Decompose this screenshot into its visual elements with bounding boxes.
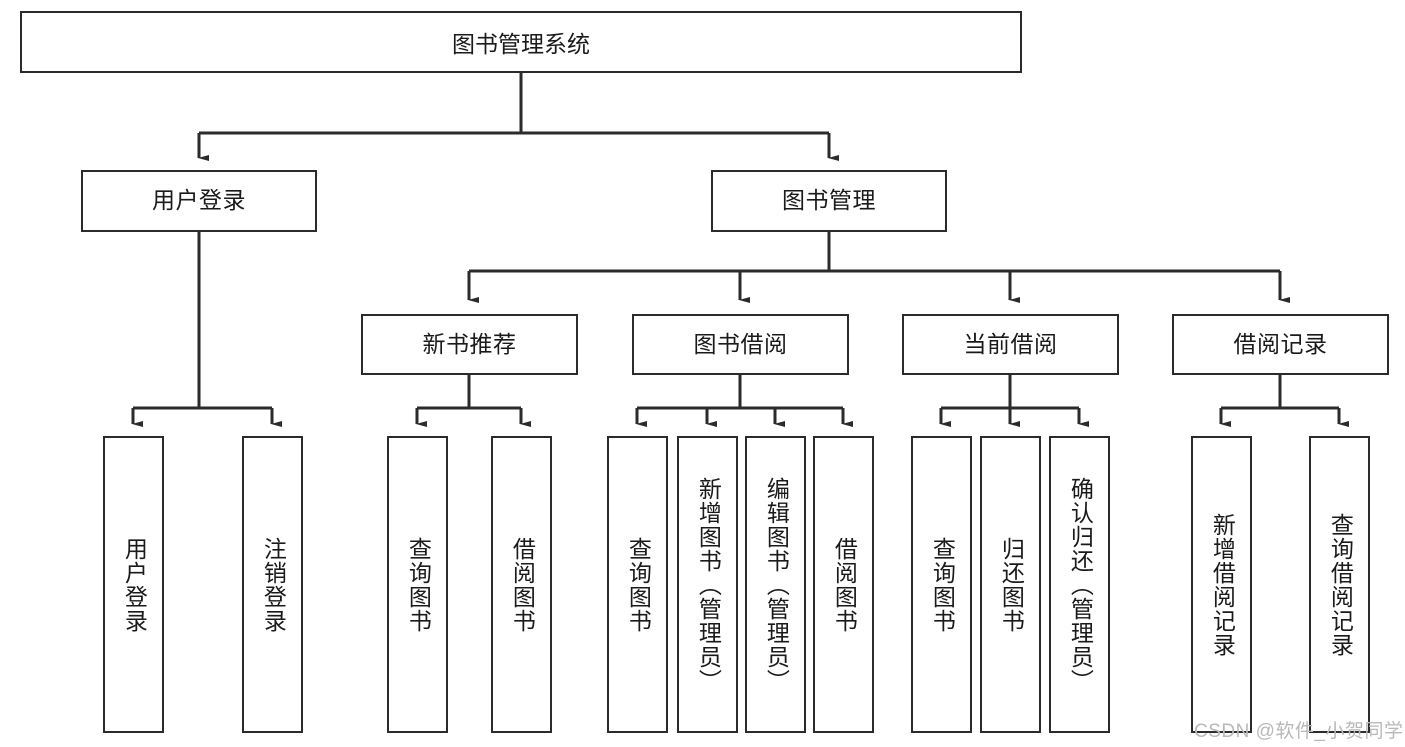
node-book-borrow-label: 图书借阅 (693, 330, 788, 357)
node-leaf-query-record[interactable]: 查询借阅记录 (1309, 436, 1370, 733)
node-new-book-recommend-label: 新书推荐 (422, 330, 517, 357)
node-leaf-query-record-label: 查询借阅记录 (1327, 512, 1354, 657)
node-current-borrow[interactable]: 当前借阅 (902, 314, 1119, 375)
node-leaf-add-record-label: 新增借阅记录 (1209, 512, 1236, 657)
node-leaf-confirm-return[interactable]: 确认归还（管理员） (1049, 436, 1110, 733)
node-current-borrow-label: 当前借阅 (963, 330, 1058, 357)
node-leaf-borrow-book-2[interactable]: 借阅图书 (813, 436, 874, 733)
node-leaf-user-login[interactable]: 用户登录 (103, 436, 164, 733)
node-book-management-label: 图书管理 (782, 187, 876, 214)
node-book-borrow[interactable]: 图书借阅 (632, 314, 849, 375)
node-leaf-confirm-return-label: 确认归还（管理员） (1067, 476, 1094, 693)
node-leaf-user-login-label: 用户登录 (121, 536, 148, 633)
node-leaf-query-book-2-label: 查询图书 (625, 536, 652, 633)
node-leaf-edit-book[interactable]: 编辑图书（管理员） (745, 436, 806, 733)
node-user-login-label: 用户登录 (152, 187, 246, 214)
node-leaf-query-book-1-label: 查询图书 (405, 536, 432, 633)
node-leaf-return-book[interactable]: 归还图书 (980, 436, 1041, 733)
node-leaf-query-book-1[interactable]: 查询图书 (387, 436, 448, 733)
node-leaf-logout-label: 注销登录 (260, 536, 287, 633)
node-user-login[interactable]: 用户登录 (81, 170, 317, 232)
node-leaf-borrow-book-1-label: 借阅图书 (509, 536, 536, 633)
csdn-watermark: CSDN @软件_小贺同学 (1194, 721, 1404, 742)
node-leaf-borrow-book-1[interactable]: 借阅图书 (491, 436, 552, 733)
node-leaf-query-book-3[interactable]: 查询图书 (911, 436, 972, 733)
node-root-label: 图书管理系统 (452, 31, 590, 57)
node-leaf-edit-book-label: 编辑图书（管理员） (763, 476, 790, 693)
node-borrow-record-label: 借阅记录 (1233, 330, 1328, 357)
node-borrow-record[interactable]: 借阅记录 (1172, 314, 1389, 375)
node-leaf-query-book-2[interactable]: 查询图书 (607, 436, 668, 733)
node-leaf-logout[interactable]: 注销登录 (242, 436, 303, 733)
node-leaf-add-book-label: 新增图书（管理员） (695, 476, 722, 693)
node-leaf-query-book-3-label: 查询图书 (929, 536, 956, 633)
node-book-management[interactable]: 图书管理 (711, 170, 947, 232)
node-root[interactable]: 图书管理系统 (20, 11, 1022, 73)
node-leaf-add-record[interactable]: 新增借阅记录 (1191, 436, 1252, 733)
node-leaf-add-book[interactable]: 新增图书（管理员） (677, 436, 738, 733)
node-new-book-recommend[interactable]: 新书推荐 (361, 314, 578, 375)
node-leaf-borrow-book-2-label: 借阅图书 (831, 536, 858, 633)
node-leaf-return-book-label: 归还图书 (998, 536, 1025, 633)
